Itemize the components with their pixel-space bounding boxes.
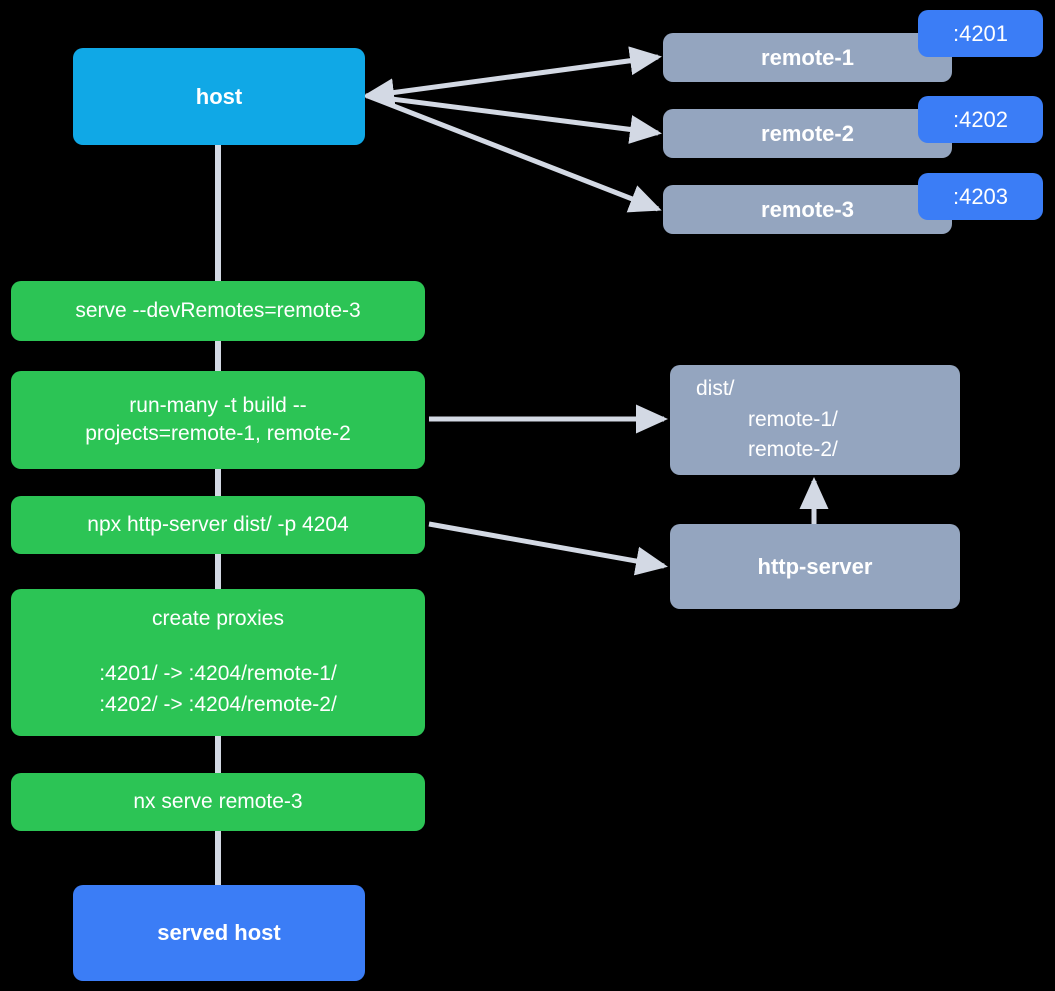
node-host[interactable]: host: [73, 48, 365, 145]
node-http-server[interactable]: http-server: [670, 524, 960, 609]
edge-host-to-remote-2: [367, 93, 662, 144]
node-remote-2-label: remote-2: [761, 120, 854, 146]
edge-host-to-remote-1: [367, 46, 662, 99]
dist-child-remote-2: remote-2/: [748, 438, 838, 462]
edge-remotes-into-host: [362, 78, 396, 108]
dist-root: dist/: [696, 377, 735, 401]
dist-tree: dist/ remote-1/ remote-2/: [670, 374, 960, 465]
port-badge-remote-1: :4201: [918, 10, 1043, 57]
command-run-many[interactable]: run-many -t build -- projects=remote-1, …: [11, 371, 425, 469]
port-badge-remote-3: :4203: [918, 173, 1043, 220]
edge-npx-to-http-server: [428, 521, 668, 576]
command-nx-serve[interactable]: nx serve remote-3: [11, 773, 425, 831]
node-served-host-label: served host: [157, 920, 281, 946]
command-create-proxies[interactable]: create proxies :4201/ -> :4204/remote-1/…: [11, 589, 425, 736]
proxy-mapping-2: :4202/ -> :4204/remote-2/: [99, 692, 337, 716]
command-npx-http-server[interactable]: npx http-server dist/ -p 4204: [11, 496, 425, 554]
node-remote-1-label: remote-1: [761, 44, 854, 70]
node-served-host[interactable]: served host: [73, 885, 365, 981]
node-http-server-label: http-server: [757, 553, 873, 579]
port-badge-remote-3-label: :4203: [952, 183, 1009, 209]
node-remote-2[interactable]: remote-2: [663, 109, 952, 158]
proxy-mapping-list: :4201/ -> :4204/remote-1/ :4202/ -> :420…: [99, 659, 337, 720]
port-badge-remote-1-label: :4201: [952, 20, 1009, 46]
command-serve-label: serve --devRemotes=remote-3: [75, 298, 361, 322]
port-badge-remote-2-label: :4202: [952, 106, 1009, 132]
command-create-proxies-title: create proxies: [152, 606, 284, 630]
edge-host-to-remote-3: [367, 93, 662, 213]
command-run-many-line-1: run-many -t build --: [129, 393, 307, 417]
command-run-many-line-2: projects=remote-1, remote-2: [85, 422, 351, 445]
command-serve[interactable]: serve --devRemotes=remote-3: [11, 281, 425, 341]
node-host-label: host: [195, 83, 243, 109]
port-badge-remote-2: :4202: [918, 96, 1043, 143]
command-nx-serve-label: nx serve remote-3: [133, 789, 303, 813]
proxy-mapping-1: :4201/ -> :4204/remote-1/: [99, 662, 337, 686]
node-remote-1[interactable]: remote-1: [663, 33, 952, 82]
dist-child-remote-1: remote-1/: [748, 407, 838, 431]
node-remote-3[interactable]: remote-3: [663, 185, 952, 234]
node-dist[interactable]: dist/ remote-1/ remote-2/: [670, 365, 960, 475]
node-remote-3-label: remote-3: [761, 196, 854, 222]
command-npx-http-server-label: npx http-server dist/ -p 4204: [87, 512, 349, 536]
